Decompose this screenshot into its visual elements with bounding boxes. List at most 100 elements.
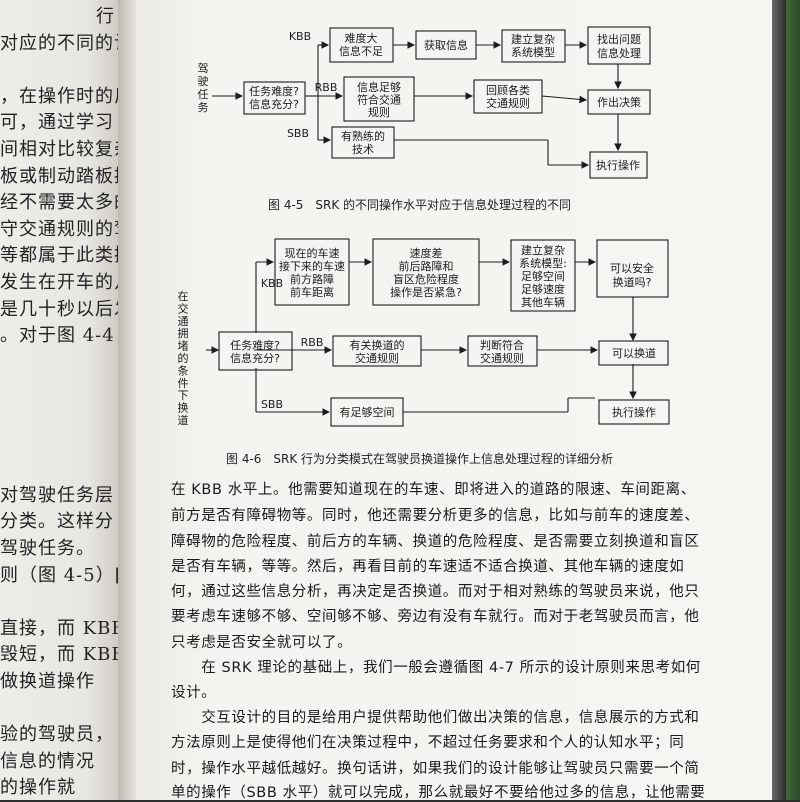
left-page-line: 做换道操作: [0, 671, 95, 692]
f46side-line: 通: [178, 315, 189, 328]
f46k3-line: 建立复杂: [521, 243, 565, 257]
fig45-side-label: 驾驶任务: [198, 62, 209, 114]
left-page-line: 对应的不同的认: [0, 32, 118, 54]
body-text-line: 方法原则上是使得他们在决策过程中，不超过任务要求和个人的认知水平；同: [171, 735, 685, 751]
left-page-line: 验的驾驶员，: [0, 724, 114, 746]
left-page: 行对应的不同的认 ，在操作时的反可，通过学习间相对比较复杂。板或制动踏板控经不需要…: [0, 0, 118, 800]
fig45-rbb-label: RBB: [315, 81, 338, 94]
body-text-line: 设计。: [171, 685, 217, 701]
book-cover-edge: [786, 0, 800, 800]
f46r2-line: 交通规则: [480, 351, 524, 365]
f46side-line: 在: [178, 290, 189, 303]
left-page-line: 等都属于此类操: [0, 245, 118, 267]
body-text-line: 在 SRK 理论的基础上，我们一般会遵循图 4-7 所示的设计原则来思考如何: [171, 660, 701, 676]
f46k1-line: 前方路障: [290, 272, 334, 286]
f46dec-line: 信息充分?: [230, 351, 280, 365]
f46side-line: 换: [178, 401, 189, 415]
f46k1-line: 前车距离: [290, 285, 334, 299]
left-page-line: 间相对比较复杂。: [0, 139, 118, 160]
left-page-line: ，在操作时的反: [0, 85, 118, 107]
f45k1-line: 难度大: [345, 31, 378, 45]
left-page-line: 驾驶任务。: [0, 538, 95, 559]
f45s1-line: 技术: [352, 143, 374, 156]
f46k3-line: 足够速度: [521, 282, 565, 296]
f45k4-line: 找出问题: [597, 32, 641, 46]
left-page-line: 板或制动踏板控: [0, 165, 118, 187]
body-text-line: 是否有车辆，等等。然后，再看目前的车速适不适合换道、其他车辆的速度如: [171, 559, 685, 575]
fig46-exec: 执行操作: [612, 405, 656, 419]
f46k2-line: 操作是否紧急?: [390, 285, 462, 299]
left-page-line: 是几十秒以后发: [0, 298, 118, 320]
fig46-rbb-box3: 可以换道: [612, 346, 656, 360]
left-page-line: 则（图 4-5）[30]，: [0, 564, 118, 586]
f46k3-line: 系统模型:: [519, 256, 567, 270]
f45dec-line: 任务难度?: [249, 84, 299, 98]
fig46-sbb-label: SBB: [261, 398, 283, 411]
fig45-kbb-box2: 获取信息: [424, 38, 468, 52]
f46k3-line: 其他车辆: [521, 295, 565, 309]
book-spine: [118, 0, 136, 800]
fig46-rbb-label: RBB: [301, 336, 324, 349]
fig45-kbb-label: KBB: [289, 30, 311, 43]
fig46-kbb-label: KBB: [261, 277, 283, 290]
f46side-line: 的: [178, 351, 189, 365]
f46dec-line: 任务难度?: [230, 338, 280, 352]
body-text-line: 时，操作水平越低越好。换句话讲，如果我们的设计能够让驾驶员只需要一个简: [171, 761, 700, 777]
body-text-line: 何，通过这些信息分析，再决定是否换道。而对于相对熟练的驾驶员来说，他只: [171, 584, 700, 600]
f46k2-line: 前后路障和: [399, 259, 454, 273]
f46k2-line: 盲区危险程度: [393, 272, 459, 286]
fig46-decision-box: 任务难度?信息充分?: [230, 338, 280, 365]
left-page-line: 分类。这样分: [0, 511, 114, 533]
left-page-line: 守交通规则的驾: [0, 218, 118, 240]
left-page-line: 毁短，而 KBB: [0, 644, 118, 666]
left-page-line: 行: [96, 6, 115, 27]
left-page-line: 经不需要太多的: [0, 192, 118, 214]
f46r1-line: 有关换道的: [350, 338, 405, 352]
f45s1-line: 有熟练的: [341, 129, 385, 143]
f46r1-line: 交通规则: [355, 351, 399, 365]
body-text-line: 障碍物的危险程度、前后方的车辆、换道的危险程度、是否需要立刻换道和盲区: [171, 534, 700, 550]
body-text-line: 单的操作（SBB 水平）就可以完成，那么就最好不要给他过多的信息，让他需要: [171, 785, 706, 801]
page-edge-shadow: [772, 0, 786, 800]
f45dec-line: 信息充分?: [249, 97, 299, 111]
left-page-line: 信息的情况: [0, 750, 95, 772]
left-page-line: 直接，而 KBB: [0, 617, 118, 639]
f45r2-line: 回顾各类: [486, 83, 530, 97]
f45k3-line: 系统模型: [511, 45, 555, 59]
f46side-line: 交: [178, 301, 189, 315]
f46k2-line: 速度差: [410, 246, 443, 260]
fig45-sbb-label: SBB: [287, 127, 309, 140]
figure-4-5-caption: 图 4-5 SRK 的不同操作水平对应于信息处理过程的不同: [268, 198, 572, 212]
f46k4-line: 可以安全: [610, 261, 654, 275]
f46side-line: 条: [178, 363, 189, 377]
f45r1-line: 信息足够: [357, 80, 401, 94]
f46side-line: 道: [178, 413, 189, 427]
f45r1-line: 符合交通: [357, 93, 401, 107]
fig45-decision-box: 任务难度?信息充分?: [249, 84, 299, 111]
fig46-sbb-box1: 有足够空间: [340, 405, 395, 419]
f46side-line: 堵: [178, 339, 189, 353]
left-page-line: 可，通过学习: [0, 112, 114, 134]
left-page-line: 对驾驶任务层: [0, 484, 114, 506]
f45r2-line: 交通规则: [486, 96, 530, 110]
f45k3-line: 建立复杂: [511, 32, 555, 46]
f46side-line: 拥: [178, 326, 189, 340]
left-page-line: 的操作就: [0, 777, 76, 799]
body-text-line: 在 KBB 水平上。他需要知道现在的车速、即将进入的道路的限速、车间距离、: [171, 482, 696, 498]
body-text-line: 前方是否有障碍物等。同时，他还需要分析更多的信息，比如与前车的速度差、: [171, 508, 700, 524]
f46k3-line: 足够空间: [521, 269, 565, 283]
f45r1-line: 规则: [368, 105, 390, 119]
fig45-rbb-box3: 作出决策: [597, 95, 641, 109]
